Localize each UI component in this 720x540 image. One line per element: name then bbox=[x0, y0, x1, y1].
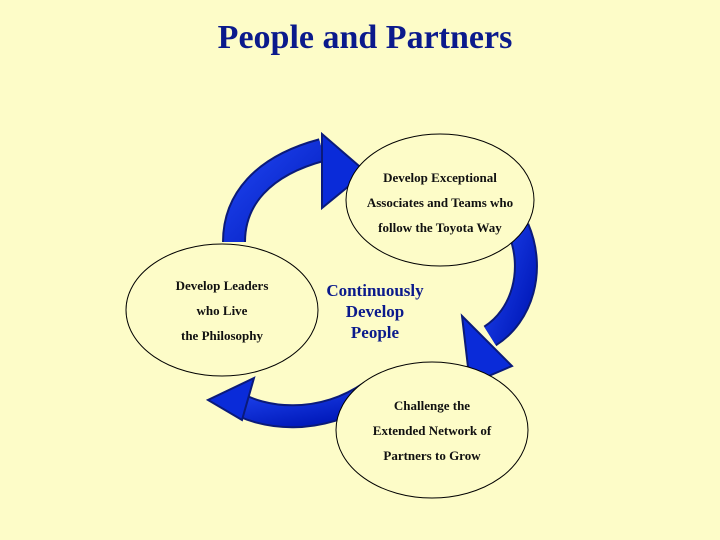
node-left-line-2: who Live bbox=[196, 302, 248, 318]
node-left-oval bbox=[125, 243, 319, 377]
node-bottom-oval bbox=[335, 361, 529, 499]
node-left-line-3: the Philosophy bbox=[181, 327, 263, 343]
node-top-line-1: Develop Exceptional bbox=[383, 169, 497, 185]
node-top: Develop Exceptional Associates and Teams… bbox=[346, 164, 534, 240]
node-bottom-line-2: Extended Network of bbox=[372, 422, 492, 438]
node-top-line-3: follow the Toyota Way bbox=[378, 219, 502, 235]
node-left: Develop Leaders who Live the Philosophy bbox=[126, 272, 318, 348]
center-label: Continuously Develop People bbox=[305, 280, 445, 343]
node-top-oval bbox=[345, 133, 535, 267]
center-line-3: People bbox=[350, 323, 400, 342]
center-line-2: Develop bbox=[345, 302, 405, 321]
arrow-top-to-bottom bbox=[460, 223, 538, 386]
arrow-left-to-top bbox=[222, 131, 368, 243]
node-bottom-line-1: Challenge the bbox=[393, 397, 471, 413]
node-top-line-2: Associates and Teams who bbox=[366, 194, 514, 210]
node-bottom-line-3: Partners to Grow bbox=[383, 447, 481, 463]
node-left-line-1: Develop Leaders bbox=[175, 277, 269, 293]
center-line-1: Continuously bbox=[326, 281, 424, 300]
page-title: People and Partners bbox=[217, 19, 513, 56]
node-bottom: Challenge the Extended Network of Partne… bbox=[336, 392, 528, 468]
